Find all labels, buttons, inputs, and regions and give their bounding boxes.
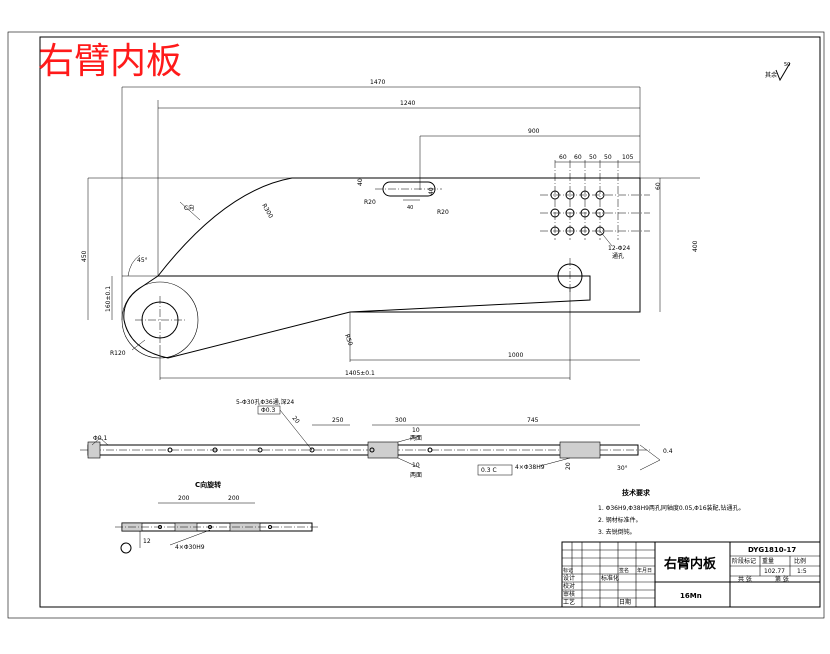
tb-col-mark: 标记	[563, 567, 573, 574]
tb-stage-label: 阶段标记	[732, 557, 756, 565]
dim-160: 160±0.1	[105, 286, 112, 312]
weld-2-label: 两面	[410, 472, 422, 479]
slot-r20a: R20	[364, 199, 376, 206]
inner-border	[39, 36, 821, 608]
side-d250: 250	[332, 417, 344, 424]
arm-lower-outline	[123, 275, 591, 359]
side-boss-right	[559, 441, 601, 459]
side-note-top: 5-Φ30孔Φ36通,深24	[236, 398, 294, 406]
dim-900: 900	[528, 128, 540, 135]
dim-total: 1470	[370, 79, 385, 86]
flat-box	[477, 464, 513, 476]
arc-r50: R50	[343, 333, 354, 347]
title-block: 设计 校对 审核 工艺 标准化 日期 标记 签名 年月日 右臂内板 16Mn D…	[561, 541, 821, 608]
tb-scale: 1:5	[797, 568, 807, 575]
dim-60: 60	[655, 182, 662, 190]
tb-row-design: 设计	[563, 574, 575, 582]
sec-d12: 12	[143, 538, 151, 545]
dim-spacing-1: 60	[559, 154, 567, 161]
sec-d200a: 200	[178, 495, 190, 502]
slot-40a: 40	[357, 178, 364, 186]
stamp-title: 右臂内板	[38, 41, 182, 82]
tb-sheet-total: 共 张	[738, 575, 752, 583]
tb-weight: 102.77	[764, 568, 785, 575]
side-tol-text: Φ0.3	[261, 407, 275, 414]
roughness-note: 其余	[765, 71, 777, 79]
tb-scale-label: 比例	[794, 557, 806, 565]
roughness-value: 50	[784, 62, 790, 68]
tb-date: 日期	[619, 598, 631, 606]
hole-pattern	[540, 160, 650, 240]
side-pin: 20	[565, 462, 572, 470]
side-small-dim: 20	[290, 415, 300, 425]
side-boss-left	[87, 441, 101, 459]
dim-1240: 1240	[400, 100, 415, 107]
side-d745: 745	[527, 417, 539, 424]
main-view: 1470 1240 900 60 60 50 50 105 400 60 450…	[81, 79, 700, 380]
tb-row-process: 工艺	[563, 598, 575, 606]
holes-note-2: 通孔	[612, 252, 624, 260]
side-boss-mid	[367, 441, 399, 459]
c-rotate-label: C向旋转	[195, 480, 221, 489]
tb-part-name: 右臂内板	[663, 556, 717, 572]
tb-row-check: 校对	[563, 582, 575, 590]
dim-400: 400	[692, 240, 699, 252]
slot-width: 40	[407, 205, 413, 211]
tb-sheet-no: 第 张	[775, 575, 789, 583]
arc-r300: R300	[260, 203, 274, 220]
side-angle: 30°	[617, 465, 628, 472]
tb-col-sign: 签名	[619, 567, 629, 574]
side-small-dim2: 0.4	[663, 448, 673, 455]
dim-1000: 1000	[508, 352, 523, 359]
flat-box-text: 0.3 C	[481, 467, 497, 474]
tech-requirements: 技术要求 1. Φ36H9,Φ38H9两孔同轴度0.05,Φ16装配,钻通孔。 …	[598, 488, 744, 536]
weld-1-label: 两面	[410, 435, 422, 442]
tb-row-review: 审核	[563, 590, 575, 598]
tb-col-date: 年月日	[637, 567, 652, 574]
dim-spacing-3: 50	[589, 154, 597, 161]
tech-item-1: 1. Φ36H9,Φ38H9两孔同轴度0.05,Φ16装配,钻通孔。	[598, 504, 744, 512]
roughness-symbol	[775, 62, 791, 82]
sec-d200b: 200	[228, 495, 240, 502]
bore-note: 4×Φ38H9	[515, 464, 545, 471]
sec-bore: 4×Φ30H9	[175, 544, 205, 551]
c-dir-label: C向	[184, 204, 194, 212]
slot-40b: 40	[428, 187, 435, 195]
tech-item-2: 2. 钢材标准件。	[598, 516, 642, 524]
datum-symbol	[120, 542, 132, 554]
dim-r120: R120	[110, 350, 126, 357]
angle-45: 45°	[137, 257, 148, 264]
side-d300: 300	[395, 417, 407, 424]
tb-drawing-no: DYG1810-17	[748, 546, 796, 554]
dim-spacing-5: 105	[622, 154, 634, 161]
tb-material: 16Mn	[680, 592, 702, 600]
weld-1-size: 10	[412, 427, 420, 434]
weld-2-size: 10	[412, 462, 420, 469]
tb-standardization: 标准化	[601, 574, 619, 582]
tb-weight-label: 重量	[762, 557, 774, 565]
tech-title: 技术要求	[622, 488, 651, 497]
tech-item-3: 3. 去锐倒钝。	[598, 528, 636, 536]
dim-left-height: 450	[81, 250, 88, 262]
slot-r20b: R20	[437, 209, 449, 216]
dim-spacing-4: 50	[604, 154, 612, 161]
side-view: 250 300 745 5-Φ30孔Φ36通,深24 Φ0.3 20 Φ0.1 …	[80, 398, 673, 479]
dim-spacing-2: 60	[574, 154, 582, 161]
dim-1405: 1405±0.1	[345, 370, 375, 377]
section-view: C向旋转 200 200 12 4×Φ30H9	[115, 480, 320, 554]
outer-border	[7, 31, 825, 619]
holes-note-1: 12-Φ24	[608, 245, 630, 252]
